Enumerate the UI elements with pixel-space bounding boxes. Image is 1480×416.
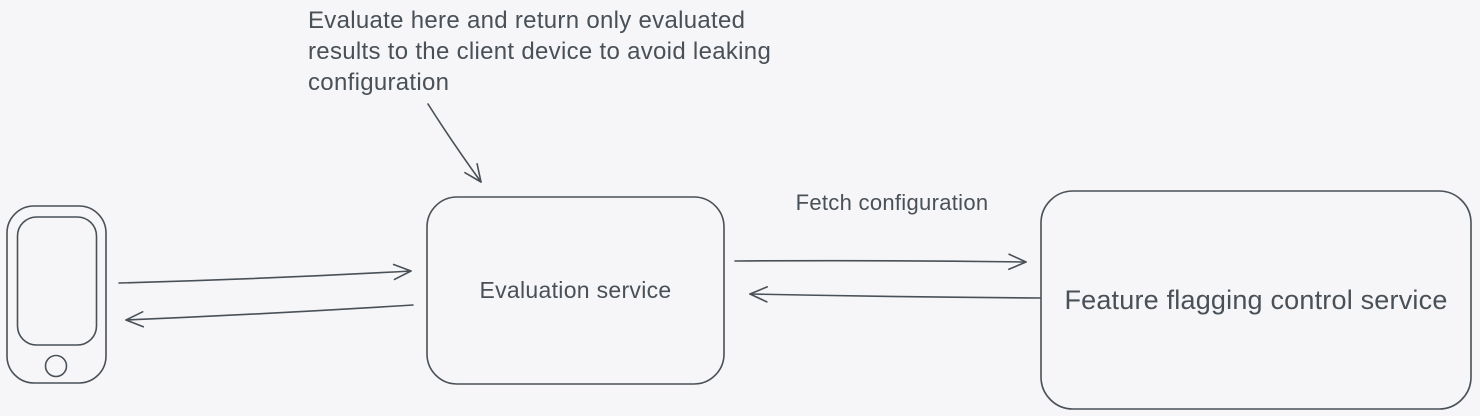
evaluation-service-box [426, 196, 725, 385]
fetch-configuration-label: Fetch configuration [795, 190, 989, 215]
evaluation-service-label: Evaluation service [479, 277, 672, 303]
arrow-feature-to-evaluation [749, 286, 1041, 303]
arrow-evaluation-to-client [125, 304, 414, 328]
arrow-client-to-evaluation [118, 263, 412, 284]
arrow-annotation-pointer [427, 103, 482, 183]
annotation-note: Evaluate here and return only evaluated … [308, 7, 772, 96]
feature-flagging-box [1040, 190, 1472, 410]
smartphone-icon [6, 205, 107, 384]
arrow-evaluation-to-feature [734, 253, 1027, 271]
feature-flagging-service-label: Feature flagging control service [1064, 284, 1448, 315]
